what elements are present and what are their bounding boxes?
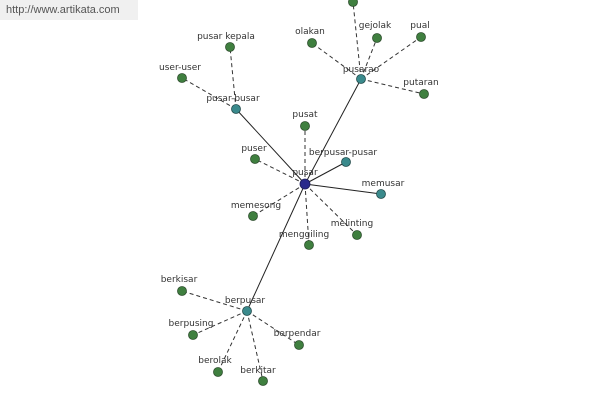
node-label-pusar-kepala: pusar kepala <box>197 32 255 42</box>
edge-berpusar-berkisar <box>181 290 248 312</box>
node-pual[interactable] <box>416 32 426 42</box>
node-pusar-busar[interactable] <box>231 104 241 114</box>
node-berkisar[interactable] <box>177 286 187 296</box>
edge-pusar-puser <box>254 158 306 185</box>
edge-pusar-busar-user-user <box>181 77 237 110</box>
edge-pusar-menggiling <box>304 183 310 246</box>
node-user-user[interactable] <box>177 73 187 83</box>
edge-pusar-berpusar-pusar <box>304 161 347 185</box>
node-berkitar[interactable] <box>258 376 268 386</box>
node-puser[interactable] <box>250 154 260 164</box>
node-putaran[interactable] <box>419 89 429 99</box>
node-label-pusarao: pusarao <box>343 65 380 75</box>
node-label-berpusar: berpusar <box>225 296 266 306</box>
node-label-pusar-busar: pusar-busar <box>206 94 260 104</box>
node-pusarao[interactable] <box>356 74 366 84</box>
node-berpusar-pusar[interactable] <box>341 157 351 167</box>
node-label-memesong: memesong <box>231 201 281 211</box>
node-memusar[interactable] <box>376 189 386 199</box>
edge-pusar-memusar <box>304 183 382 195</box>
edges-layer <box>181 1 425 382</box>
node-gejolak[interactable] <box>372 33 382 43</box>
node-label-melinting: melinting <box>331 219 373 229</box>
node-pusat[interactable] <box>300 121 310 131</box>
node-menggiling[interactable] <box>304 240 314 250</box>
edge-pusarao-olakan <box>311 42 362 80</box>
edge-pusarao-pual <box>360 36 422 80</box>
node-label-pusat: pusat <box>292 110 318 120</box>
node-memesong[interactable] <box>248 211 258 221</box>
edge-pusar-melinting <box>304 183 358 236</box>
node-label-olakan: olakan <box>295 27 325 37</box>
node-label-user-user: user-user <box>159 63 201 73</box>
node-berpusar[interactable] <box>242 306 252 316</box>
node-berolak[interactable] <box>213 367 223 377</box>
node-pusar-kepala[interactable] <box>225 42 235 52</box>
edge-pusar-berpusar <box>246 183 306 312</box>
node-label-berolak: berolak <box>198 356 232 366</box>
edge-pusarao-gejolak <box>360 37 378 80</box>
nodes-layer <box>177 0 429 386</box>
node-label-berpendar: berpendar <box>274 329 321 339</box>
node-label-gejolak: gejolak <box>359 21 392 31</box>
edge-pusar-memesong <box>252 183 306 217</box>
node-label-berkisar: berkisar <box>161 275 198 285</box>
node-berpendar[interactable] <box>294 340 304 350</box>
edge-pusar-pusar-busar <box>235 108 306 185</box>
edge-pusarao-putaran <box>360 78 425 95</box>
edge-berpusar-berpendar <box>246 310 300 346</box>
node-olakan[interactable] <box>307 38 317 48</box>
edge-berpusar-berkitar <box>246 310 264 382</box>
node-melinting[interactable] <box>352 230 362 240</box>
edge-berpusar-berpusing <box>192 310 248 336</box>
edge-berpusar-berolak <box>217 310 248 373</box>
node-label-berpusing: berpusing <box>169 319 214 329</box>
node-berpusing[interactable] <box>188 330 198 340</box>
watermark-url: http://www.artikata.com <box>0 0 138 20</box>
node-label-puser: puser <box>241 144 267 154</box>
node-label-menggiling: menggiling <box>279 230 329 240</box>
node-label-pusar: pusar <box>292 168 318 178</box>
node-pusar[interactable] <box>299 178 311 190</box>
node-label-pual: pual <box>410 21 429 31</box>
edge-pusar-pusarao <box>304 78 362 185</box>
node-label-putaran: putaran <box>403 78 438 88</box>
labels-layer: pusar pusar-busar pusarao berpusar-pusar mem… <box>159 21 439 376</box>
node-label-berkitar: berkitar <box>240 366 276 376</box>
edge-pusarao-top-offscreen <box>352 1 362 80</box>
node-top-offscreen[interactable] <box>348 0 358 7</box>
edge-pusar-busar-pusar-kepala <box>229 46 237 110</box>
node-label-memusar: memusar <box>362 179 405 189</box>
node-label-berpusar-pusar: berpusar-pusar <box>309 148 378 158</box>
